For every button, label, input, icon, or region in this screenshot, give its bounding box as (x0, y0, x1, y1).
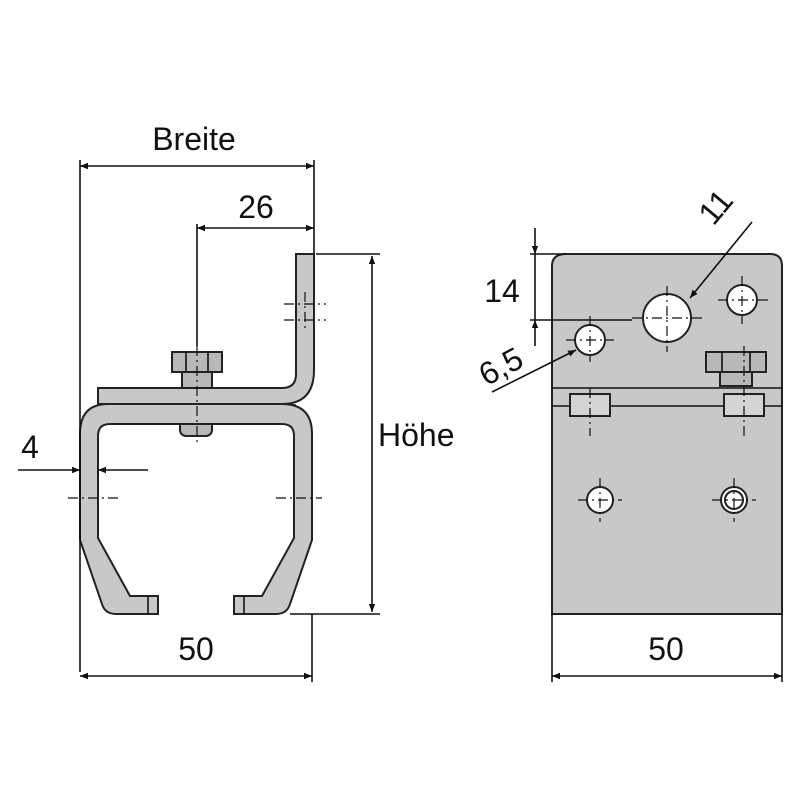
dim-50-right-label: 50 (648, 631, 684, 667)
dim-50-left-label: 50 (178, 631, 214, 667)
dim-26-label: 26 (238, 189, 274, 225)
dim-11-leader (689, 221, 753, 299)
hoehe-label: Höhe (378, 417, 455, 453)
dim-6-5-leader (491, 349, 577, 393)
dim-4-label: 4 (21, 429, 39, 465)
c-profile-rail (79, 403, 313, 615)
front-view: 14 11 6,5 50 (473, 183, 783, 682)
dim-6-5-label: 6,5 (473, 340, 529, 393)
mounting-bracket (97, 253, 315, 405)
side-view: Breite 26 Höhe 4 50 (18, 121, 455, 682)
dim-14-label: 14 (484, 273, 520, 309)
dim-11-label: 11 (691, 183, 740, 232)
breite-label: Breite (152, 121, 236, 157)
